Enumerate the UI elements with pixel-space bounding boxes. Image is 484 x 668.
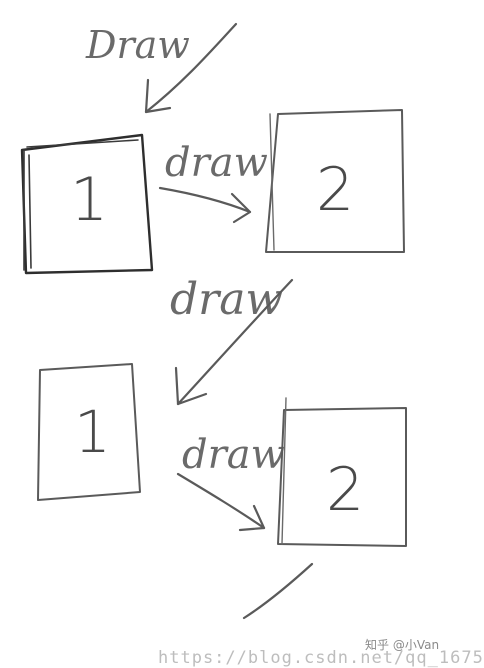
box-1-bottom-number: 1 [74, 398, 111, 466]
diagram-canvas: Draw 1 draw 2 draw 1 draw [20, 22, 407, 620]
label-draw-bottom: draw [182, 432, 285, 478]
label-draw-top: Draw [85, 23, 190, 67]
platform-watermark: 知乎 @小Van [365, 638, 440, 652]
box-1-top: 1 [20, 133, 154, 275]
box-2-top-number: 2 [316, 155, 354, 225]
box-2-bottom-number: 2 [326, 455, 364, 525]
box-2-bottom: 2 [277, 397, 407, 547]
box-1-top-number: 1 [70, 165, 108, 235]
arrow-1-to-2-bottom [176, 472, 266, 532]
arrow-down-to-box-1-bottom [174, 278, 294, 406]
label-draw-middle: draw [165, 140, 268, 186]
url-watermark: https://blog.csdn.net/qq_1675 [158, 648, 484, 668]
arrow-1-to-2-top [158, 186, 252, 224]
trailing-stroke [242, 562, 314, 620]
arrow-top [144, 22, 238, 114]
box-2-top: 2 [265, 109, 405, 253]
label-draw-lower: draw [170, 274, 283, 325]
box-1-bottom: 1 [37, 363, 141, 501]
